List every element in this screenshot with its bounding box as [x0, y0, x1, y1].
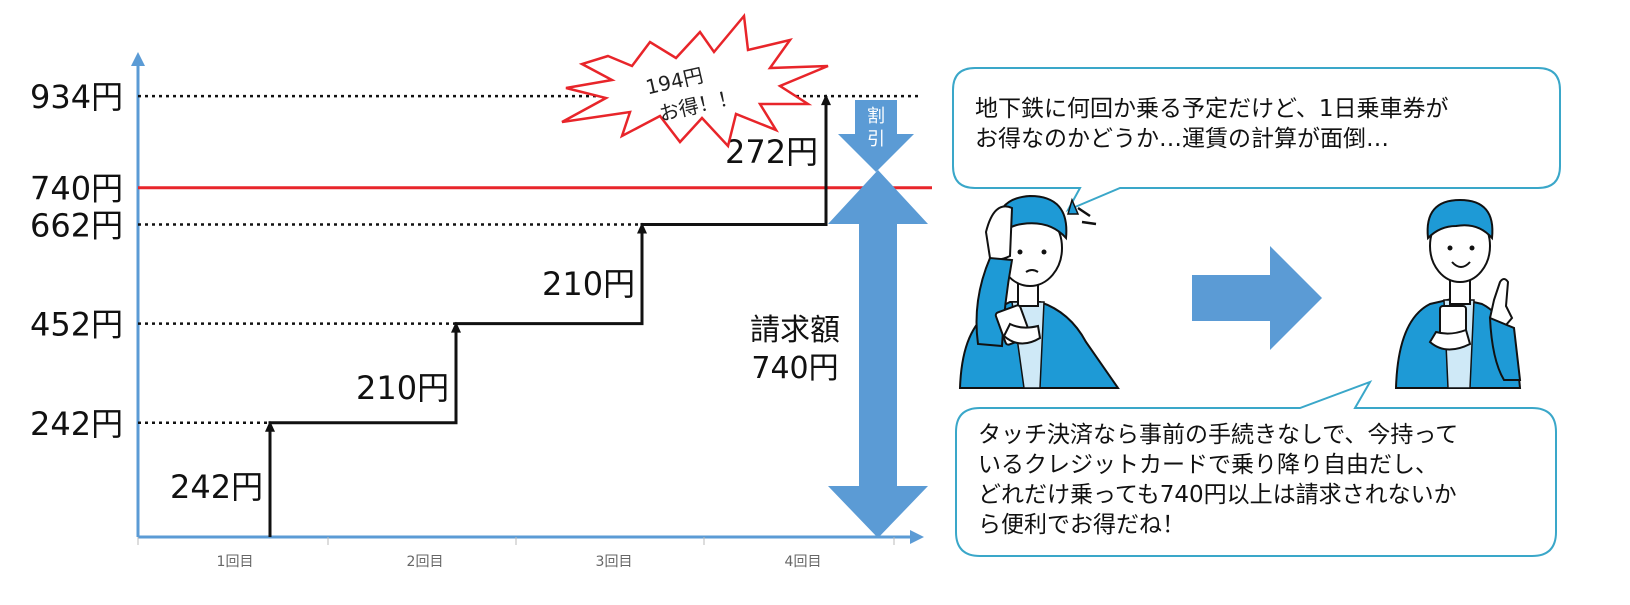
step-arrowhead — [637, 222, 647, 234]
billed-amount-arrow — [828, 170, 928, 538]
y-tick-label: 740円 — [30, 170, 123, 208]
step-arrowhead — [265, 420, 275, 432]
y-tick-label: 662円 — [30, 207, 123, 245]
x-category-label: 3回目 — [596, 554, 633, 570]
y-tick-label: 934円 — [30, 78, 123, 116]
discount-label-line2: 引 — [867, 129, 885, 150]
discount-arrow — [838, 100, 914, 172]
speech-bubble-top-text: 地下鉄に何回か乗る予定だけど、1日乗車券が お得なのかどうか…運賃の計算が面倒… — [975, 96, 1449, 152]
billed-label-line1: 請求額 — [750, 313, 840, 348]
step-fare-label: 272円 — [725, 133, 818, 171]
speech-bubble-bottom-text: タッチ決済なら事前の手続きなしで、今持って いるクレジットカードで乗り降り自由だ… — [978, 422, 1459, 538]
x-category-label: 4回目 — [785, 554, 822, 570]
x-category-label: 2回目 — [407, 554, 444, 570]
cumulative-fare-step-line — [268, 96, 828, 537]
savings-burst — [561, 12, 829, 149]
discount-label-line1: 割 — [867, 106, 885, 127]
y-tick-label: 242円 — [30, 405, 123, 443]
speech-bubble-bottom — [955, 380, 1557, 557]
step-arrowhead — [451, 321, 461, 333]
step-fare-label: 210円 — [542, 265, 635, 303]
y-tick-label: 452円 — [30, 306, 123, 344]
step-fare-label: 210円 — [356, 369, 449, 407]
happy-person-illustration — [1394, 198, 1522, 389]
y-axis-arrowhead — [131, 52, 145, 66]
x-axis-arrowhead — [910, 530, 924, 544]
speech-bubble-top — [952, 67, 1561, 213]
transition-arrow — [1192, 246, 1322, 350]
worried-person-illustration — [958, 194, 1120, 389]
step-fare-label: 242円 — [170, 468, 263, 506]
billed-label-line2: 740円 — [751, 351, 838, 386]
step-arrowhead — [821, 94, 831, 106]
x-category-label: 1回目 — [217, 554, 254, 570]
